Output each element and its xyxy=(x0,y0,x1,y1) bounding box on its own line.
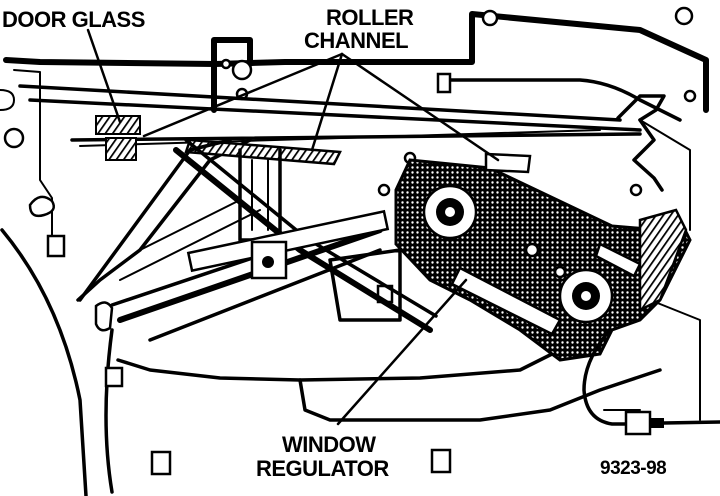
regulator-arms xyxy=(78,138,438,342)
window-regulator-label-line2: REGULATOR xyxy=(256,456,389,481)
window-regulator-label-line1: WINDOW xyxy=(282,432,376,457)
panel-holes xyxy=(0,6,697,476)
roller-channel-label-line2: CHANNEL xyxy=(304,28,408,53)
regulator-motor-assembly xyxy=(394,152,692,362)
leader-lines xyxy=(86,28,500,426)
figure-number: 9323-98 xyxy=(600,458,666,479)
door-glass xyxy=(18,84,666,192)
roller-channel-label-line1: ROLLER xyxy=(326,5,414,30)
door-glass-label: DOOR GLASS xyxy=(2,7,145,32)
wiring-harness xyxy=(582,328,720,436)
